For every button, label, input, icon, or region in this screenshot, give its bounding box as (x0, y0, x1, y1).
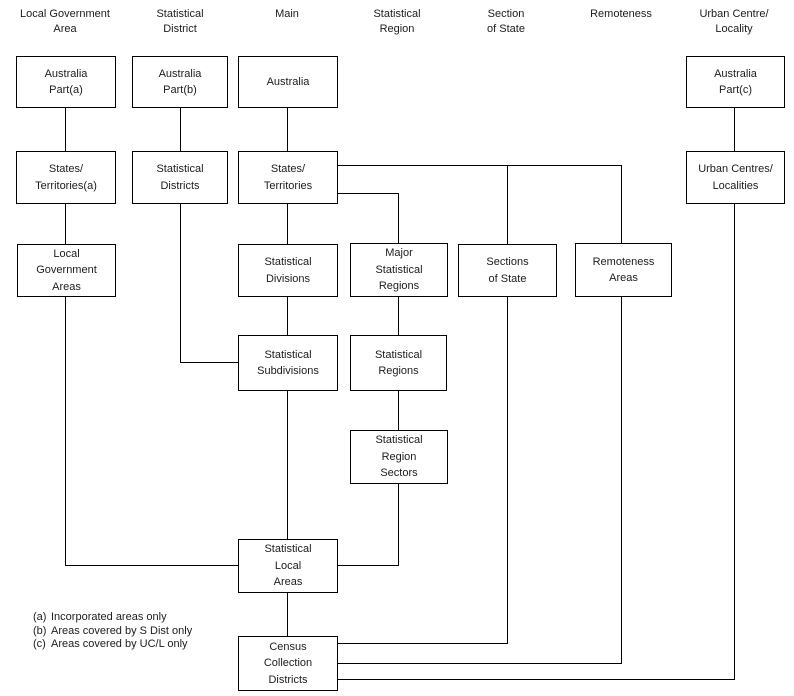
connector-sectors-down (398, 484, 399, 566)
connector-statistical-districts-down (180, 204, 181, 363)
connector-states-territories-right-lower (338, 193, 398, 194)
footnote-c-marker: (c) (33, 638, 46, 650)
footnote-b-marker: (b) (33, 624, 47, 637)
box-australia-part-a: Australia Part(a) (16, 56, 116, 108)
box-remoteness-areas: Remoteness Areas (575, 243, 672, 297)
box-australia-part-c: Australia Part(c) (686, 56, 785, 108)
column-header-main: Main (275, 8, 299, 20)
column-header-statistical-district: Statistical District (156, 8, 204, 35)
footnote-b-text: Areas covered by S Dist only (51, 624, 193, 637)
column-header-remoteness: Remoteness (590, 8, 652, 20)
connector-statistical-districts-to-subdivisions (180, 362, 238, 363)
footnote-a-text: Incorporated areas only (51, 611, 167, 623)
footnotes: (a) Incorporated areas only (b) Areas co… (33, 611, 192, 652)
box-statistical-divisions: Statistical Divisions (238, 244, 338, 297)
connector-states-territories-to-divisions (287, 204, 288, 244)
column-header-statistical-region: Statistical Region (373, 8, 421, 35)
footnote-a-marker: (a) (33, 611, 47, 623)
footnote-a: (a) Incorporated areas only (33, 611, 192, 625)
connector-lga-to-sla (65, 565, 238, 566)
connector-australia-to-states-territories (287, 108, 288, 151)
footnote-c: (c) Areas covered by UC/L only (33, 638, 192, 652)
box-states-territories: States/ Territories (238, 151, 338, 204)
connector-sectors-to-sla (338, 565, 398, 566)
connector-remoteness-down (621, 297, 622, 664)
connector-urban-centres-down (734, 204, 735, 680)
connector-subdivisions-to-sla (287, 391, 288, 539)
connector-sections-of-state-down (507, 297, 508, 644)
box-statistical-regions: Statistical Regions (350, 335, 447, 391)
connector-remoteness-to-ccd (338, 663, 622, 664)
box-statistical-subdivisions: Statistical Subdivisions (238, 335, 338, 391)
connector-to-sections-of-state (507, 165, 508, 244)
box-australia-part-b: Australia Part(b) (132, 56, 228, 108)
box-australia: Australia (238, 56, 338, 108)
column-header-local-government-area: Local Government Area (20, 8, 110, 35)
connector-sla-to-ccd (287, 593, 288, 636)
connector-states-territories-a-to-lga (65, 204, 66, 244)
connector-urban-centres-to-ccd (338, 679, 735, 680)
connector-states-territories-right-upper (338, 165, 622, 166)
connector-lga-down (65, 297, 66, 566)
connector-part-b-to-statistical-districts (180, 108, 181, 151)
box-major-statistical-regions: Major Statistical Regions (350, 243, 448, 297)
box-sections-of-state: Sections of State (458, 244, 557, 297)
box-statistical-region-sectors: Statistical Region Sectors (350, 430, 448, 484)
connector-major-regions-to-regions (398, 297, 399, 335)
connector-to-remoteness-areas (621, 165, 622, 243)
box-census-collection-districts: Census Collection Districts (238, 636, 338, 691)
connector-regions-to-sectors (398, 391, 399, 430)
box-states-territories-a: States/ Territories(a) (16, 151, 116, 204)
connector-sections-of-state-to-ccd (338, 643, 508, 644)
connector-divisions-to-subdivisions (287, 297, 288, 335)
box-statistical-local-areas: Statistical Local Areas (238, 539, 338, 593)
box-statistical-districts: Statistical Districts (132, 151, 228, 204)
connector-to-major-statistical-regions (398, 193, 399, 243)
box-local-government-areas: Local Government Areas (17, 244, 116, 297)
footnote-c-text: Areas covered by UC/L only (51, 638, 188, 650)
box-urban-centres-localities: Urban Centres/ Localities (686, 151, 785, 204)
footnote-b: (b) Areas covered by S Dist only (33, 625, 192, 639)
connector-part-c-to-urban-centres (734, 108, 735, 151)
column-header-section-of-state: Section of State (487, 8, 525, 35)
column-header-urban-centre-locality: Urban Centre/ Locality (699, 8, 769, 35)
connector-part-a-to-states-territories-a (65, 108, 66, 151)
